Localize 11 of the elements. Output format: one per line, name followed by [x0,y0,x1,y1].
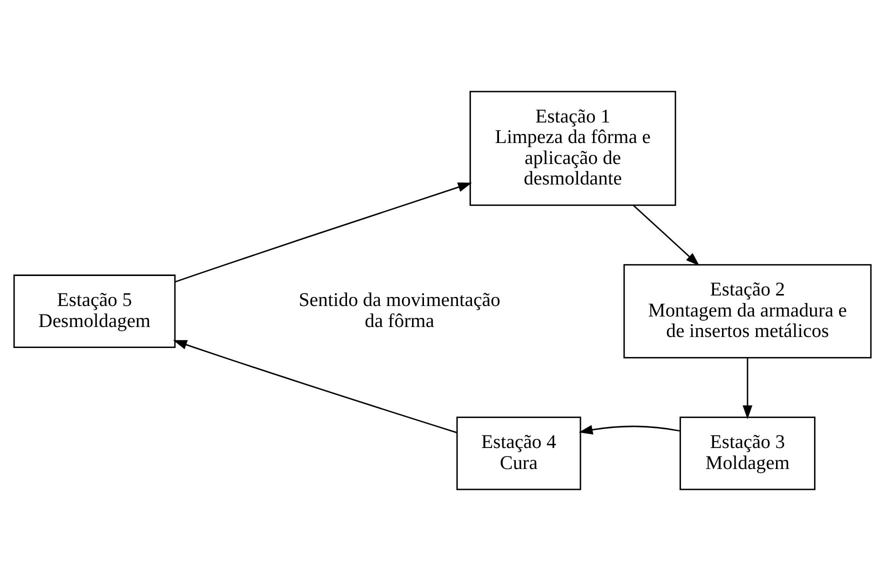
node-box: Estação 3 Moldagem [680,416,816,490]
arrow [174,182,472,282]
label: Sentido da movimentação da fôrma [298,290,500,332]
node-box: Estação 1 Limpeza da fôrma e aplicação de desmoldante [470,90,676,206]
arrow [173,340,457,433]
arrow [578,424,680,434]
node-box: Estação 4 Cura [456,416,582,490]
arrow [632,204,700,266]
node-box: Estação 2 Montagem da armadura e de insertos metálicos [623,264,872,358]
node-box: Estação 5 Desmoldagem [13,274,176,348]
arrow [742,357,752,419]
